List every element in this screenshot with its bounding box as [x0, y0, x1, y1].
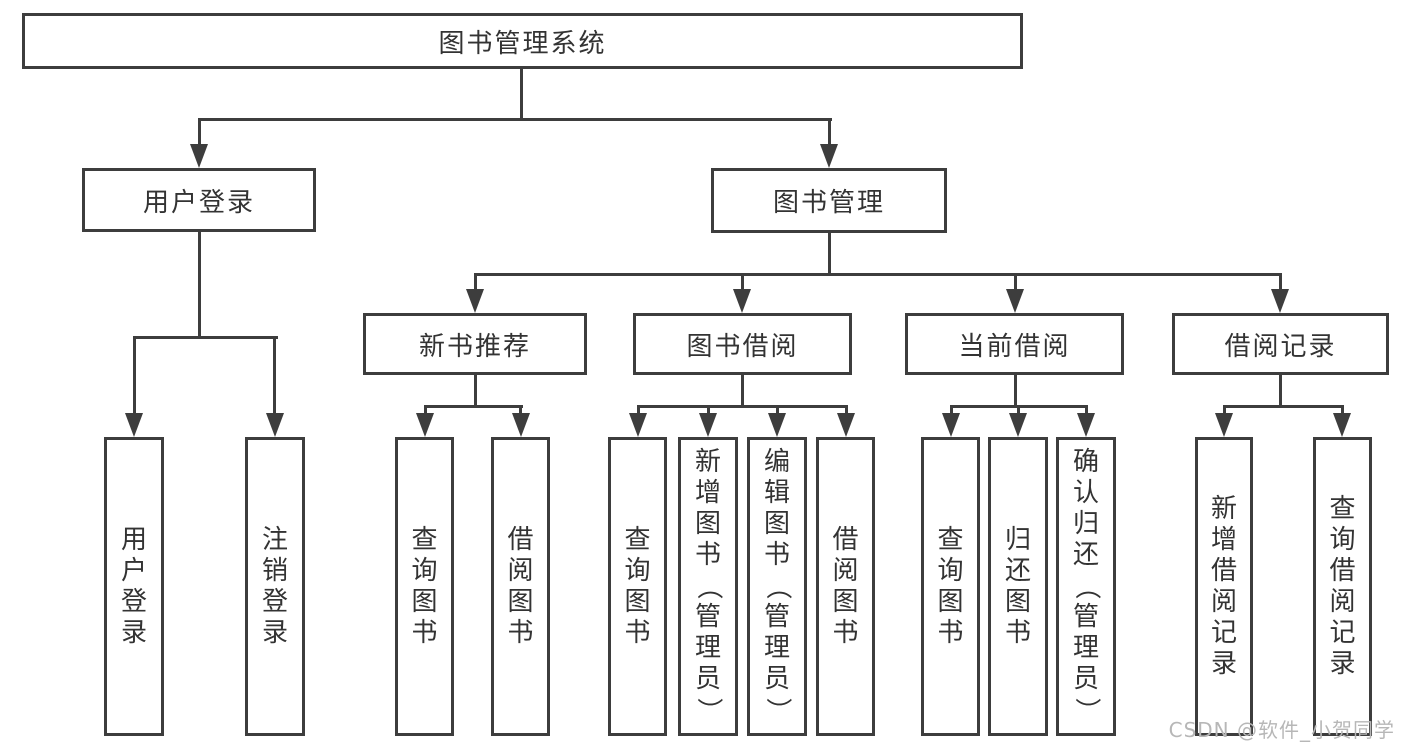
leaf-edit-books-admin: 编辑图书（管理员）	[747, 437, 807, 736]
connector-arrowhead	[416, 413, 434, 437]
leaf-logout: 注销登录	[245, 437, 305, 736]
leaf-label: 新增借阅记录	[1210, 493, 1237, 679]
node-current-borrowing: 当前借阅	[905, 313, 1124, 375]
node-label: 借阅记录	[1224, 331, 1337, 362]
node-borrowing-records: 借阅记录	[1172, 313, 1389, 375]
connector-line	[1279, 273, 1282, 291]
connector-arrowhead	[125, 413, 143, 437]
connector-arrowhead	[699, 413, 717, 437]
leaf-label: 查询图书	[937, 524, 964, 648]
connector-line	[424, 405, 427, 417]
connector-line	[828, 231, 831, 275]
connector-arrowhead	[629, 413, 647, 437]
connector-arrowhead	[837, 413, 855, 437]
connector-line	[741, 273, 744, 291]
node-label: 图书管理	[772, 188, 885, 218]
connector-line	[273, 336, 276, 416]
connector-arrowhead	[466, 289, 484, 313]
connector-line	[776, 405, 779, 417]
leaf-query-books-borrowing: 查询图书	[608, 437, 667, 736]
leaf-add-books-admin: 新增图书（管理员）	[678, 437, 738, 736]
connector-line	[198, 118, 201, 148]
connector-arrowhead	[190, 144, 208, 168]
connector-line	[1014, 273, 1017, 291]
connector-line	[1223, 405, 1226, 417]
connector-arrowhead	[1333, 413, 1351, 437]
leaf-borrow-books: 借阅图书	[816, 437, 875, 736]
connector-arrowhead	[768, 413, 786, 437]
leaf-label: 注销登录	[261, 524, 288, 648]
leaf-label: 查询图书	[411, 524, 438, 648]
node-book-management: 图书管理	[711, 168, 947, 233]
connector-arrowhead	[1006, 289, 1024, 313]
node-label: 新书推荐	[418, 331, 531, 362]
connector-line	[741, 373, 744, 407]
connector-line	[520, 68, 523, 120]
connector-arrowhead	[1215, 413, 1233, 437]
connector-arrowhead	[266, 413, 284, 437]
connector-line	[1085, 405, 1088, 417]
connector-arrowhead	[820, 144, 838, 168]
leaf-label: 用户登录	[120, 524, 147, 648]
leaf-label: 借阅图书	[507, 524, 534, 648]
node-book-borrowing: 图书借阅	[633, 313, 852, 375]
connector-line	[519, 405, 522, 417]
leaf-label: 确认归还（管理员）	[1071, 447, 1102, 724]
connector-arrowhead	[1077, 413, 1095, 437]
connector-line	[198, 230, 201, 338]
connector-line	[637, 405, 848, 408]
connector-line	[1341, 405, 1344, 417]
connector-line	[133, 336, 278, 339]
node-label: 当前借阅	[958, 331, 1071, 362]
connector-arrowhead	[733, 289, 751, 313]
connector-arrowhead	[512, 413, 530, 437]
watermark-text: CSDN @软件_小贺同学	[1168, 718, 1395, 742]
connector-line	[1014, 373, 1017, 407]
leaf-query-books-current: 查询图书	[921, 437, 980, 736]
node-label: 图书借阅	[686, 331, 799, 362]
connector-arrowhead	[942, 413, 960, 437]
connector-line	[828, 118, 831, 148]
connector-line	[1223, 405, 1344, 408]
connector-line	[474, 373, 477, 407]
connector-arrowhead	[1009, 413, 1027, 437]
connector-line	[1017, 405, 1020, 417]
leaf-label: 归还图书	[1004, 524, 1031, 648]
connector-line	[1279, 373, 1282, 407]
leaf-user-login: 用户登录	[104, 437, 164, 736]
connector-line	[474, 273, 1282, 276]
connector-line	[133, 336, 136, 416]
connector-arrowhead	[1271, 289, 1289, 313]
leaf-label: 新增图书（管理员）	[693, 447, 724, 724]
leaf-label: 借阅图书	[832, 524, 859, 648]
node-new-book-recommendation: 新书推荐	[363, 313, 587, 375]
connector-line	[707, 405, 710, 417]
leaf-return-books: 归还图书	[988, 437, 1048, 736]
connector-line	[198, 118, 832, 121]
node-label: 图书管理系统	[438, 28, 607, 59]
leaf-label: 编辑图书（管理员）	[762, 447, 793, 724]
connector-line	[950, 405, 953, 417]
connector-line	[637, 405, 640, 417]
leaf-query-books-recommend: 查询图书	[395, 437, 454, 736]
leaf-add-borrow-record: 新增借阅记录	[1195, 437, 1253, 736]
leaf-confirm-return-admin: 确认归还（管理员）	[1056, 437, 1116, 736]
node-label: 用户登录	[142, 187, 255, 218]
connector-line	[424, 405, 523, 408]
node-user-login: 用户登录	[82, 168, 316, 232]
connector-line	[845, 405, 848, 417]
leaf-borrow-books-recommend: 借阅图书	[491, 437, 550, 736]
connector-line	[474, 273, 477, 291]
leaf-label: 查询借阅记录	[1329, 493, 1356, 679]
leaf-query-borrow-record: 查询借阅记录	[1313, 437, 1372, 736]
leaf-label: 查询图书	[624, 524, 651, 648]
node-library-management-system: 图书管理系统	[22, 13, 1023, 69]
